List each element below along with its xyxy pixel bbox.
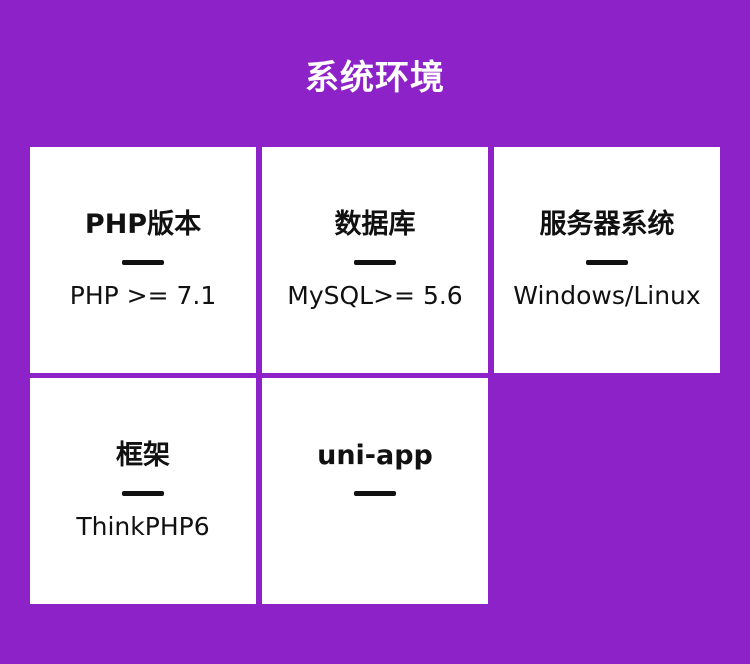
card-value: ThinkPHP6: [76, 512, 210, 541]
card-php-version: PHP版本 PHP >= 7.1: [30, 147, 256, 373]
card-server-os: 服务器系统 Windows/Linux: [494, 147, 720, 373]
card-heading: 框架: [116, 440, 170, 471]
page-title: 系统环境: [305, 58, 445, 98]
card-divider: [354, 260, 396, 265]
card-divider: [122, 491, 164, 496]
card-heading: PHP版本: [84, 209, 202, 240]
card-value: PHP >= 7.1: [69, 281, 217, 310]
card-heading: uni-app: [317, 440, 433, 471]
card-uni-app: uni-app: [262, 378, 488, 604]
card-divider: [122, 260, 164, 265]
card-database: 数据库 MySQL>= 5.6: [262, 147, 488, 373]
card-divider: [586, 260, 628, 265]
card-divider: [354, 491, 396, 496]
card-value: MySQL>= 5.6: [287, 281, 463, 310]
card-value: Windows/Linux: [513, 281, 701, 310]
card-heading: 服务器系统: [539, 209, 675, 240]
card-heading: 数据库: [334, 209, 416, 240]
card-framework: 框架 ThinkPHP6: [30, 378, 256, 604]
